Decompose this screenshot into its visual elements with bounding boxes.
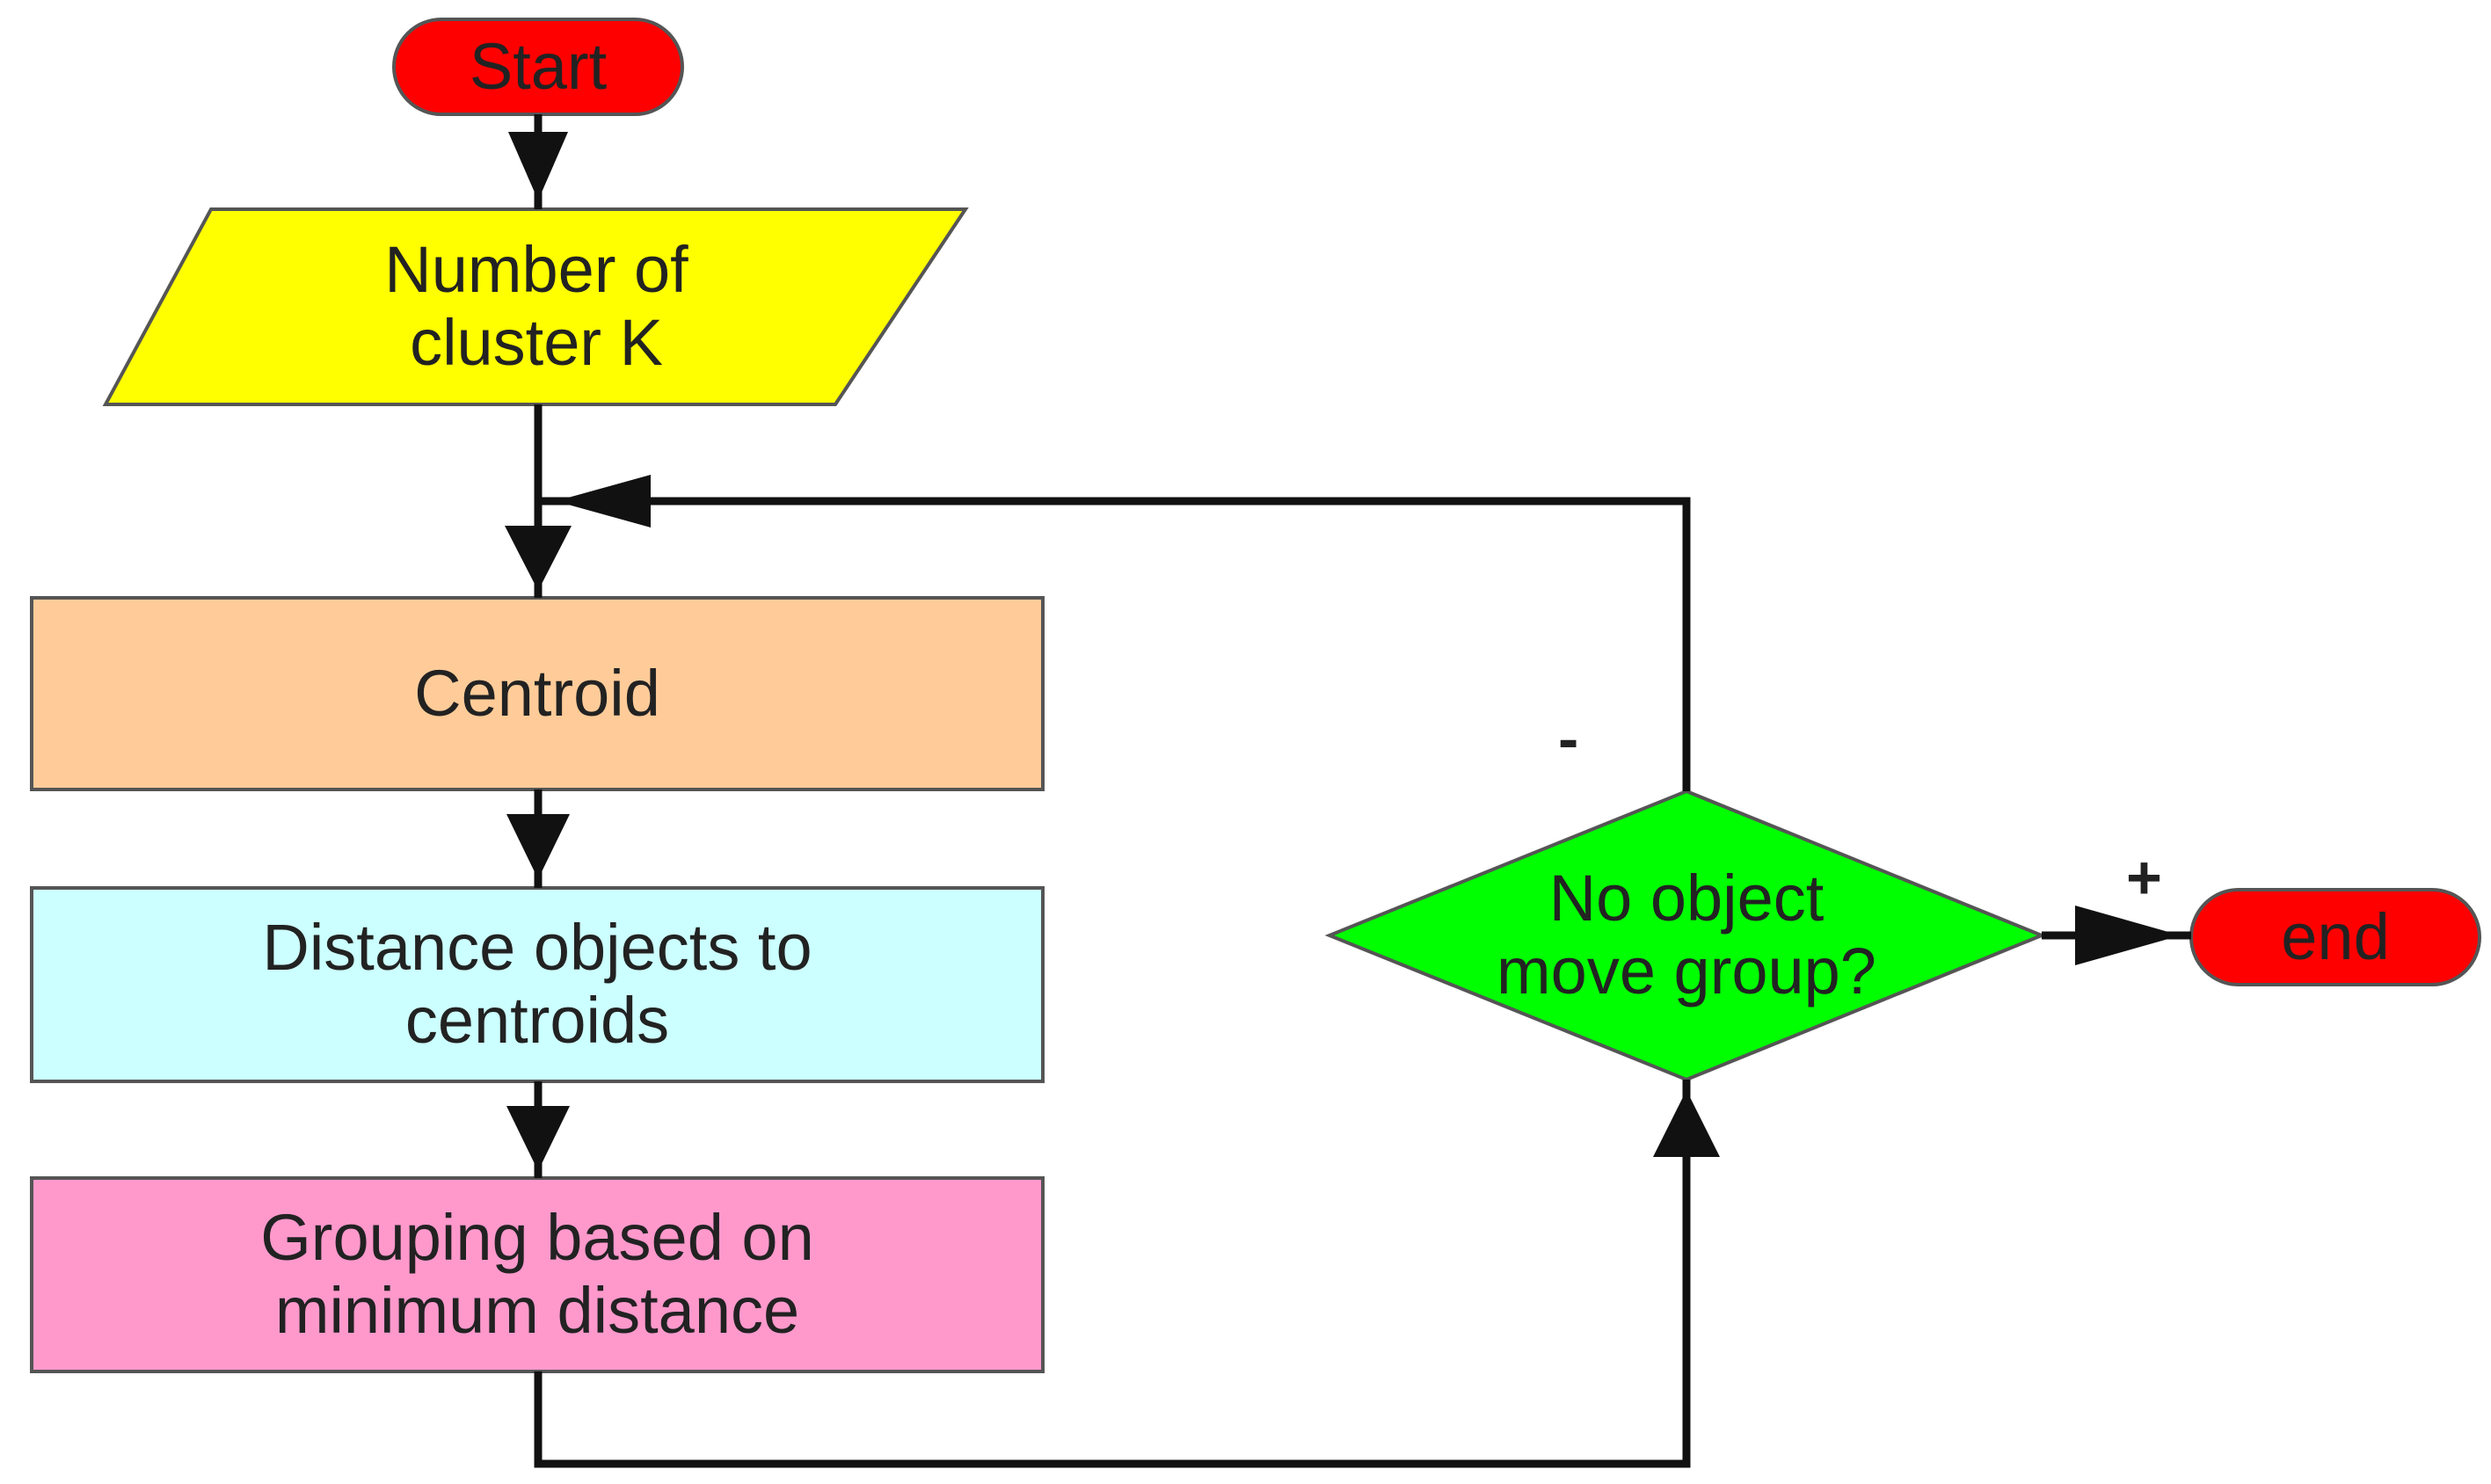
edge-grouping-to-decision xyxy=(534,1080,1691,1468)
no-branch-label: - xyxy=(1558,704,1579,773)
input-parallelogram xyxy=(102,207,969,406)
decision-label: No object move group? xyxy=(1497,862,1876,1008)
arrowhead-start-input xyxy=(508,132,568,200)
start-label: Start xyxy=(469,29,608,103)
yes-branch-label: + xyxy=(2126,843,2162,912)
centroid-box xyxy=(30,596,1045,791)
distance-label: Distance objects to centroids xyxy=(262,911,812,1057)
edge-decision-loop-back xyxy=(538,497,1691,791)
grouping-box xyxy=(30,1176,1045,1373)
arrowhead-centroid-distance xyxy=(506,814,570,879)
grouping-label: Grouping based on minimum distance xyxy=(260,1201,814,1347)
arrowhead-loop-back xyxy=(556,475,651,527)
arrowhead-into-decision xyxy=(1653,1090,1720,1157)
input-label: Number of cluster K xyxy=(384,233,688,379)
arrowhead-into-end xyxy=(2075,906,2181,965)
centroid-label: Centroid xyxy=(414,656,660,730)
end-label: end xyxy=(2281,899,2390,973)
arrowhead-distance-grouping xyxy=(506,1106,570,1171)
arrowhead-input-centroid xyxy=(505,526,572,591)
arrowheads xyxy=(505,132,2181,1171)
